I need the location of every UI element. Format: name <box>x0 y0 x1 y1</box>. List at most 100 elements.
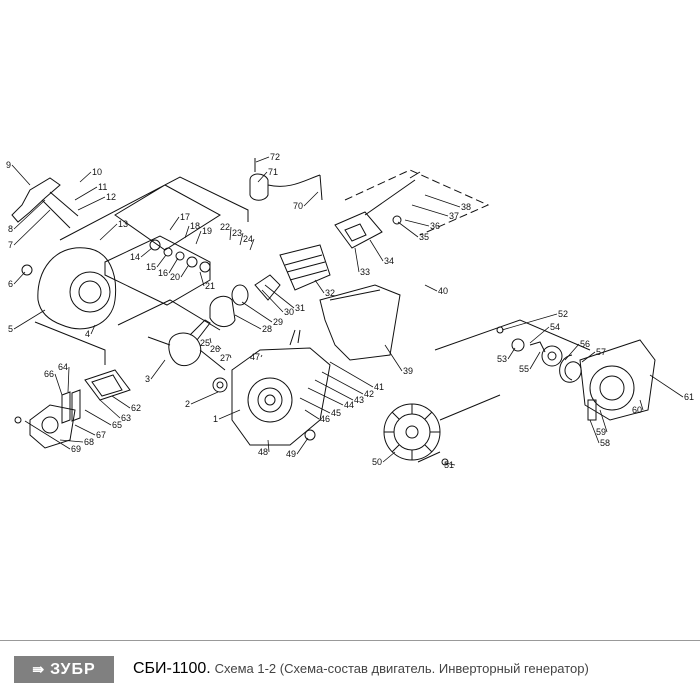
leader-line-25 <box>209 337 212 344</box>
part-label-39: 39 <box>403 366 413 376</box>
logo-text: ЗУБР <box>50 660 96 678</box>
part-label-64: 64 <box>58 362 68 372</box>
part-label-40: 40 <box>438 286 448 296</box>
leader-line-18 <box>184 225 190 239</box>
part-label-67: 67 <box>96 430 106 440</box>
leader-line-17 <box>169 216 180 231</box>
part-label-44: 44 <box>344 400 354 410</box>
leader-line-63 <box>99 399 121 419</box>
leader-line-58 <box>589 419 600 444</box>
part-label-25: 25 <box>200 338 210 348</box>
part-label-60: 60 <box>632 405 642 415</box>
part-label-55: 55 <box>519 364 529 374</box>
part-label-33: 33 <box>360 267 370 277</box>
piston <box>209 295 236 327</box>
gasket <box>84 369 131 401</box>
leader-line-38 <box>424 194 461 208</box>
part-label-48: 48 <box>258 447 268 457</box>
leader-line-3 <box>150 359 166 380</box>
part-label-22: 22 <box>220 222 230 232</box>
leader-line-30 <box>261 289 284 313</box>
leader-line-67 <box>74 424 96 436</box>
part-label-32: 32 <box>325 288 335 298</box>
leader-line-29 <box>241 301 273 323</box>
leader-line-28 <box>234 314 262 330</box>
leader-line-50 <box>382 451 396 463</box>
part-label-12: 12 <box>106 192 116 202</box>
part-label-58: 58 <box>600 438 610 448</box>
group-outline-head <box>344 169 490 236</box>
leader-line-13 <box>99 223 118 241</box>
leader-line-69 <box>24 420 71 450</box>
recoil-starter-cover <box>579 339 656 421</box>
leader-line-36 <box>404 219 430 227</box>
leader-line-39 <box>384 344 403 372</box>
leader-line-66 <box>54 373 63 396</box>
part-label-42: 42 <box>364 389 374 399</box>
leader-line-54 <box>529 326 550 344</box>
part-label-59: 59 <box>596 427 606 437</box>
carburetor-flange <box>29 404 76 449</box>
leader-line-27 <box>229 354 232 359</box>
part-label-70: 70 <box>293 201 303 211</box>
leader-line-34 <box>369 239 384 262</box>
flywheel <box>383 403 441 461</box>
cylinder-head <box>334 211 383 249</box>
footer-divider <box>0 640 700 641</box>
part-label-20: 20 <box>170 272 180 282</box>
leader-line-42 <box>321 371 364 395</box>
part-label-14: 14 <box>130 252 140 262</box>
leader-line-8 <box>13 199 46 230</box>
logo-arrow-icon: ⇛ <box>32 661 46 677</box>
cylinder <box>279 244 331 291</box>
leader-line-51 <box>444 462 456 466</box>
leader-line-14 <box>140 247 153 258</box>
part-label-30: 30 <box>284 307 294 317</box>
leader-line-24 <box>249 238 255 251</box>
leader-line-7 <box>13 209 51 246</box>
part-label-65: 65 <box>112 420 122 430</box>
part-label-7: 7 <box>8 240 13 250</box>
part-label-63: 63 <box>121 413 131 423</box>
part-label-72: 72 <box>270 152 280 162</box>
group-outline-top <box>59 176 249 251</box>
model-name: СБИ-1100. <box>133 660 211 677</box>
leader-line-2 <box>190 391 219 405</box>
part-label-28: 28 <box>262 324 272 334</box>
part-label-10: 10 <box>92 167 102 177</box>
part-label-46: 46 <box>320 414 330 424</box>
leader-line-57 <box>581 351 596 363</box>
part-label-50: 50 <box>372 457 382 467</box>
part-label-36: 36 <box>430 221 440 231</box>
leader-line-47 <box>260 354 263 358</box>
part-label-3: 3 <box>145 374 150 384</box>
part-label-43: 43 <box>354 395 364 405</box>
group-outline-right <box>417 319 591 463</box>
part-label-31: 31 <box>295 303 305 313</box>
leader-line-16 <box>168 257 179 274</box>
part-label-6: 6 <box>8 279 13 289</box>
part-label-17: 17 <box>180 212 190 222</box>
group-outline-intake <box>34 321 106 365</box>
part-label-53: 53 <box>497 354 507 364</box>
leader-line-15 <box>156 254 167 268</box>
leader-line-21 <box>199 271 205 287</box>
leader-line-10 <box>79 171 92 183</box>
leader-line-62 <box>111 395 131 409</box>
leader-line-53 <box>507 347 516 360</box>
leader-line-43 <box>314 379 354 401</box>
part-label-37: 37 <box>449 211 459 221</box>
leader-line-37 <box>411 204 449 217</box>
part-label-54: 54 <box>550 322 560 332</box>
leader-line-55 <box>529 351 541 370</box>
leader-line-20 <box>180 265 189 278</box>
leader-line-65 <box>84 409 112 426</box>
part-label-26: 26 <box>210 344 220 354</box>
group-outline-crank <box>117 299 221 331</box>
part-label-2: 2 <box>185 399 190 409</box>
part-label-13: 13 <box>118 219 128 229</box>
part-label-56: 56 <box>580 339 590 349</box>
crankcase <box>231 347 331 446</box>
alternator-cover <box>37 247 117 330</box>
